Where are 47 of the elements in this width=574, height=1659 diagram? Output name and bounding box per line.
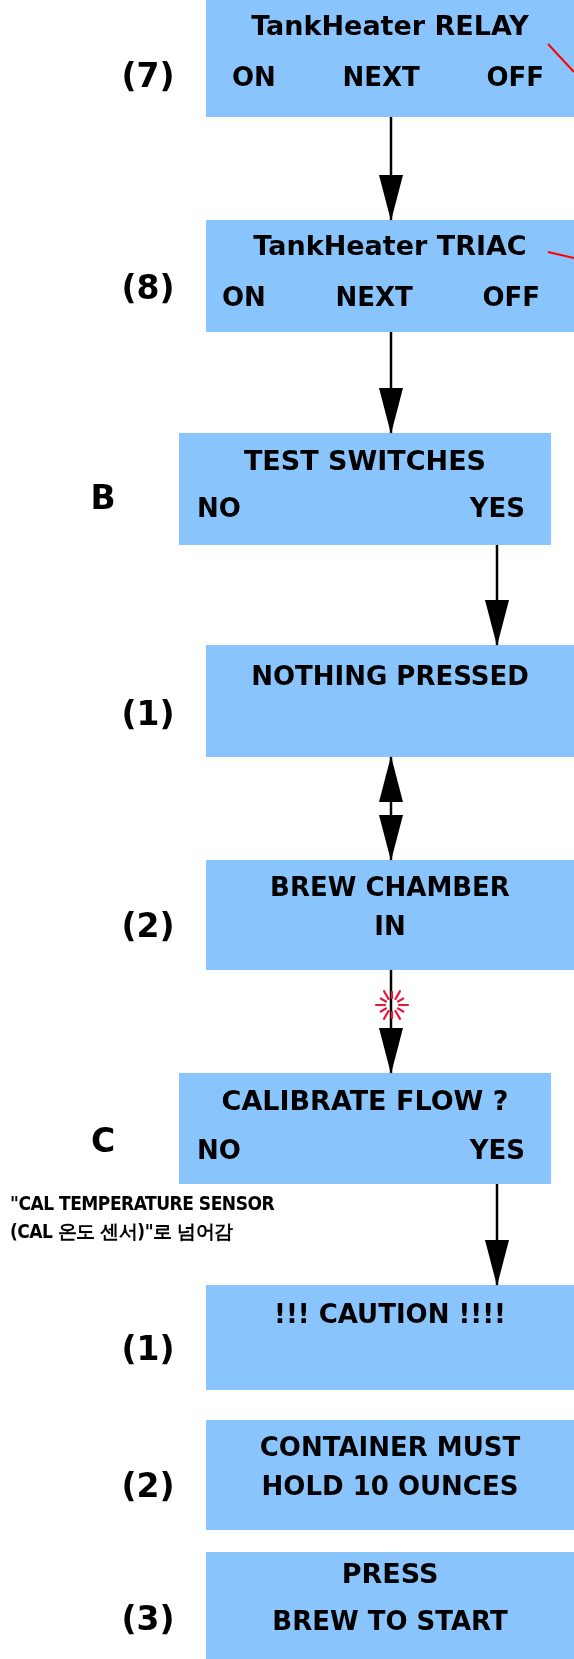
arrow <box>485 1184 509 1286</box>
arrow <box>379 117 403 221</box>
option-label: OFF <box>486 62 544 94</box>
step-label: (3) <box>121 1601 175 1635</box>
display-screen <box>206 220 574 332</box>
screen-text: BREW CHAMBER IN <box>269 871 511 943</box>
option-label: ON <box>232 62 276 94</box>
option-label: NO <box>197 493 241 525</box>
option-label: OFF <box>482 282 540 314</box>
screen-title: PRESS <box>341 1558 439 1591</box>
screen-text: CONTAINER MUST HOLD 10 OUNCES <box>258 1431 522 1503</box>
display-screen <box>206 860 574 970</box>
display-screen <box>206 645 574 757</box>
display-screen <box>206 1285 574 1390</box>
leader-line <box>547 43 574 73</box>
screen-title: TankHeater RELAY <box>251 10 529 43</box>
arrow <box>379 756 403 861</box>
arrow <box>379 332 403 434</box>
screen-title: CALIBRATE FLOW ? <box>221 1085 509 1118</box>
arrow <box>379 970 403 1074</box>
option-label: YES <box>469 493 525 525</box>
screen-title: TankHeater TRIAC <box>253 230 527 263</box>
step-label: B <box>90 480 116 514</box>
leader-line <box>547 251 574 259</box>
option-label: NEXT <box>335 282 413 314</box>
option-label: ON <box>222 282 266 314</box>
step-label: (2) <box>121 908 175 942</box>
screen-text: NOTHING PRESSED <box>251 660 529 693</box>
display-screen <box>179 433 551 545</box>
display-screen <box>179 1073 551 1184</box>
option-label: NEXT <box>342 62 420 94</box>
screen-text: !!! CAUTION !!!! <box>274 1298 506 1331</box>
screen-text: BREW TO START <box>272 1606 508 1638</box>
display-screen <box>206 1552 574 1659</box>
display-screen <box>206 0 574 117</box>
step-label: (2) <box>121 1468 175 1502</box>
note-text: "CAL TEMPERATURE SENSOR (CAL 온도 센서)"로 넘어감 <box>10 1191 276 1244</box>
step-label: (8) <box>121 270 175 304</box>
display-screen <box>206 1420 574 1530</box>
step-label: (7) <box>121 58 175 92</box>
step-label: (1) <box>121 1331 175 1365</box>
option-label: YES <box>469 1135 525 1167</box>
option-label: NO <box>197 1135 241 1167</box>
arrow <box>485 545 509 646</box>
step-label: C <box>90 1123 116 1157</box>
screen-title: TEST SWITCHES <box>243 445 487 478</box>
step-label: (1) <box>121 696 175 730</box>
